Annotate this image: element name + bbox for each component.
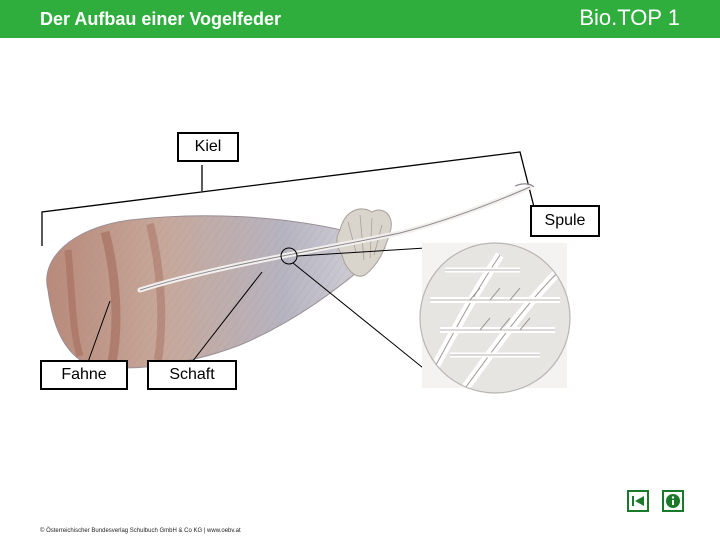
label-kiel: Kiel [177, 132, 239, 162]
header-bar: Der Aufbau einer Vogelfeder Bio.TOP 1 [0, 0, 720, 38]
feather-vane [46, 215, 386, 369]
label-fahne: Fahne [40, 360, 128, 390]
zoom-marker [280, 247, 298, 265]
fahne-leader [87, 300, 111, 363]
schaft-leader [191, 271, 263, 363]
brand-logo-text: Bio.TOP 1 [579, 5, 680, 30]
copyright-footer: © Österreichischer Bundesverlag Schulbuc… [40, 528, 241, 534]
label-kiel-text: Kiel [194, 138, 222, 155]
info-icon [666, 494, 680, 508]
info-button[interactable] [662, 490, 684, 512]
page-title: Der Aufbau einer Vogelfeder [40, 9, 282, 29]
label-schaft-text: Schaft [169, 366, 215, 383]
label-fahne-text: Fahne [61, 366, 107, 383]
label-spule: Spule [530, 205, 600, 237]
back-arrow-icon [632, 496, 644, 506]
kiel-bracket [41, 151, 535, 246]
barb-detail-zoom [419, 242, 571, 394]
label-schaft: Schaft [147, 360, 237, 390]
label-spule-text: Spule [544, 212, 586, 229]
back-button[interactable] [627, 490, 649, 512]
